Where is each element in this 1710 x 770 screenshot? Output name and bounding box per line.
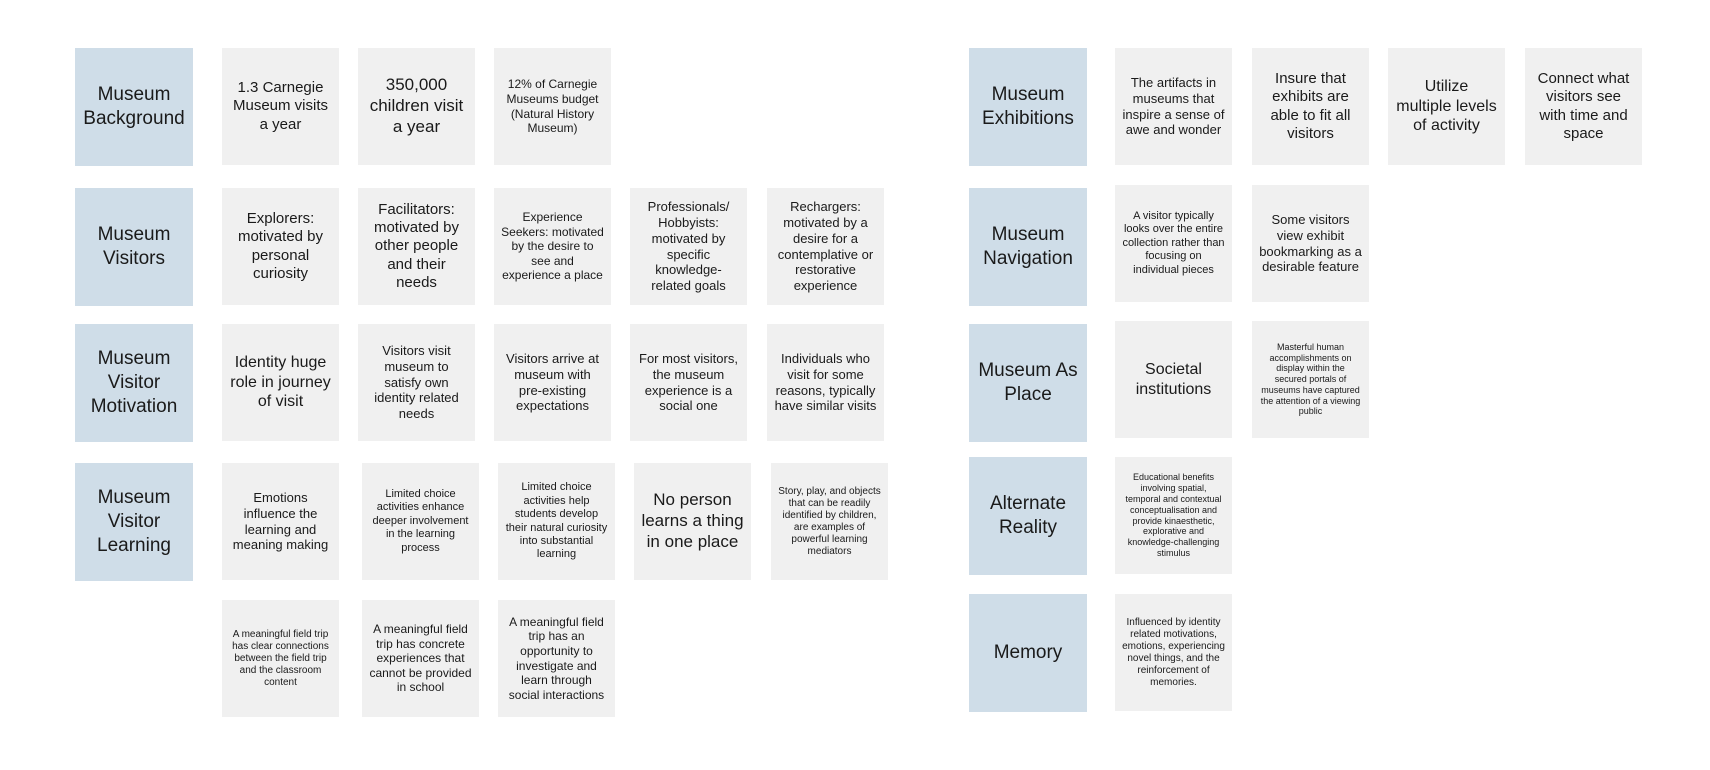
sticky-note[interactable]: A meaningful field trip has an opportuni… xyxy=(498,600,615,717)
sticky-note[interactable]: Story, play, and objects that can be rea… xyxy=(771,463,888,580)
sticky-note[interactable]: No person learns a thing in one place xyxy=(634,463,751,580)
category-museum-visitor-motivation[interactable]: Museum Visitor Motivation xyxy=(75,324,193,442)
category-museum-visitor-learning[interactable]: Museum Visitor Learning xyxy=(75,463,193,581)
category-museum-background[interactable]: Museum Background xyxy=(75,48,193,166)
sticky-note[interactable]: Professionals/ Hobbyists: motivated by s… xyxy=(630,188,747,305)
sticky-note[interactable]: Identity huge role in journey of visit xyxy=(222,324,339,441)
sticky-note[interactable]: Explorers: motivated by personal curiosi… xyxy=(222,188,339,305)
sticky-note[interactable]: Facilitators: motivated by other people … xyxy=(358,188,475,305)
sticky-note[interactable]: Rechargers: motivated by a desire for a … xyxy=(767,188,884,305)
sticky-note[interactable]: Educational benefits involving spatial, … xyxy=(1115,457,1232,574)
sticky-note[interactable]: Societal institutions xyxy=(1115,321,1232,438)
sticky-note[interactable]: Limited choice activities help students … xyxy=(498,463,615,580)
sticky-note[interactable]: 350,000 children visit a year xyxy=(358,48,475,165)
sticky-note[interactable]: Influenced by identity related motivatio… xyxy=(1115,594,1232,711)
sticky-note[interactable]: 1.3 Carnegie Museum visits a year xyxy=(222,48,339,165)
sticky-note[interactable]: 12% of Carnegie Museums budget (Natural … xyxy=(494,48,611,165)
sticky-note[interactable]: Insure that exhibits are able to fit all… xyxy=(1252,48,1369,165)
category-museum-navigation[interactable]: Museum Navigation xyxy=(969,188,1087,306)
sticky-note[interactable]: The artifacts in museums that inspire a … xyxy=(1115,48,1232,165)
category-museum-as-place[interactable]: Museum As Place xyxy=(969,324,1087,442)
sticky-note[interactable]: Masterful human accomplishments on displ… xyxy=(1252,321,1369,438)
sticky-note[interactable]: Experience Seekers: motivated by the des… xyxy=(494,188,611,305)
sticky-note[interactable]: A meaningful field trip has concrete exp… xyxy=(362,600,479,717)
sticky-note[interactable]: Individuals who visit for some reasons, … xyxy=(767,324,884,441)
sticky-note[interactable]: Emotions influence the learning and mean… xyxy=(222,463,339,580)
sticky-note[interactable]: A visitor typically looks over the entir… xyxy=(1115,185,1232,302)
category-alternate-reality[interactable]: Alternate Reality xyxy=(969,457,1087,575)
sticky-note[interactable]: Connect what visitors see with time and … xyxy=(1525,48,1642,165)
sticky-note[interactable]: Utilize multiple levels of activity xyxy=(1388,48,1505,165)
sticky-note[interactable]: Visitors arrive at museum with pre-exist… xyxy=(494,324,611,441)
category-memory[interactable]: Memory xyxy=(969,594,1087,712)
category-museum-visitors[interactable]: Museum Visitors xyxy=(75,188,193,306)
sticky-note[interactable]: Some visitors view exhibit bookmarking a… xyxy=(1252,185,1369,302)
sticky-note[interactable]: A meaningful field trip has clear connec… xyxy=(222,600,339,717)
sticky-note[interactable]: Visitors visit museum to satisfy own ide… xyxy=(358,324,475,441)
sticky-note[interactable]: Limited choice activities enhance deeper… xyxy=(362,463,479,580)
sticky-note[interactable]: For most visitors, the museum experience… xyxy=(630,324,747,441)
category-museum-exhibitions[interactable]: Museum Exhibitions xyxy=(969,48,1087,166)
